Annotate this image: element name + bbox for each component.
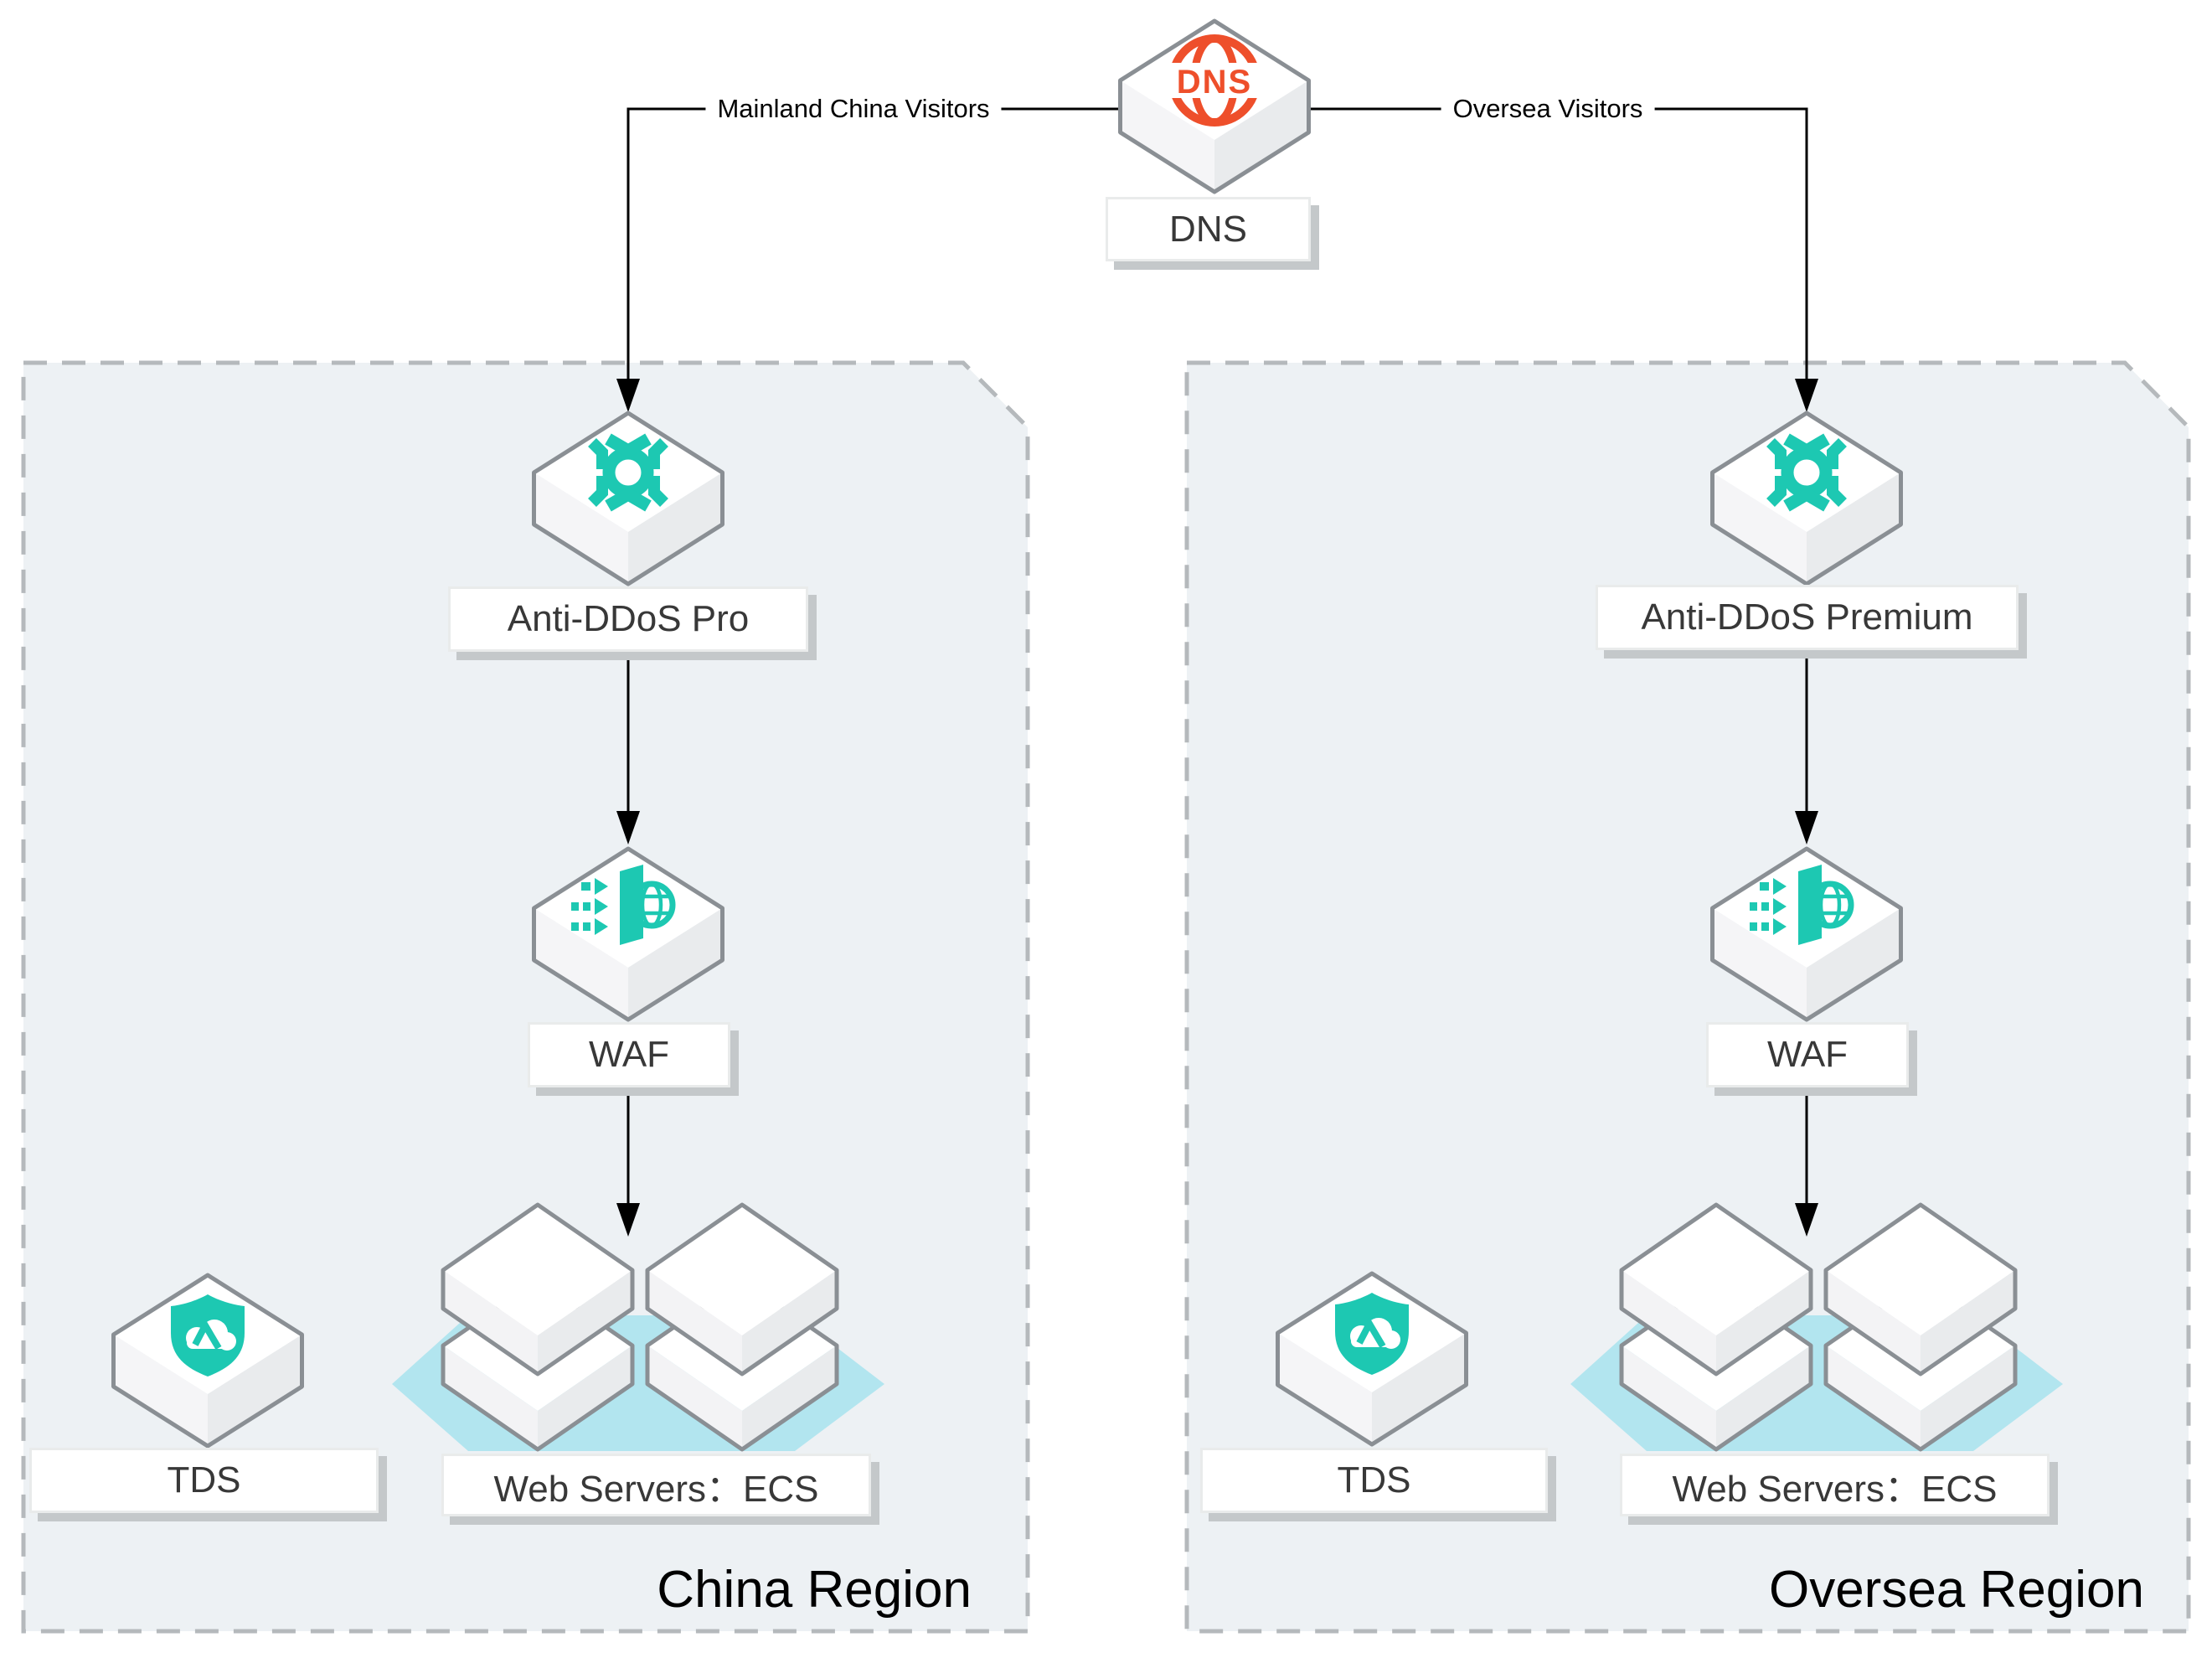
web-servers-label-oversea: Web Servers：ECS (1620, 1454, 2050, 1516)
china-region-title: China Region (657, 1561, 972, 1619)
oversea-region-title: Oversea Region (1768, 1561, 2144, 1619)
tds-label-china: TDS (29, 1448, 379, 1513)
mainland-china-visitors-label: Mainland China Visitors (705, 92, 1002, 126)
anti-ddos-premium-label: Anti-DDoS Premium (1596, 585, 2019, 650)
dns-label: DNS (1106, 197, 1311, 261)
anti-ddos-pro-label: Anti-DDoS Pro (448, 586, 808, 652)
dns-icon (1165, 39, 1264, 122)
waf-label-oversea: WAF (1706, 1022, 1909, 1087)
web-servers-label-china: Web Servers：ECS (441, 1454, 871, 1516)
waf-label-china: WAF (528, 1022, 730, 1087)
tds-label-oversea: TDS (1200, 1448, 1548, 1513)
arrowheads (616, 379, 1818, 1237)
oversea-visitors-label: Oversea Visitors (1441, 92, 1655, 126)
dns-node (1121, 21, 1309, 192)
